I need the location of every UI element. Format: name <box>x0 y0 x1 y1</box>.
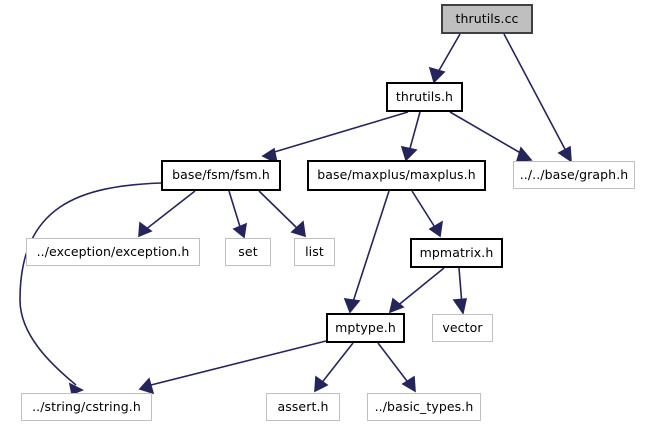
graph-node-label: assert.h <box>277 398 329 414</box>
graph-node-assert_h[interactable]: assert.h <box>266 393 340 421</box>
graph-node-label: list <box>305 243 324 259</box>
graph-node-label: base/fsm/fsm.h <box>172 167 270 183</box>
graph-node-exception_h[interactable]: ../exception/exception.h <box>26 238 200 266</box>
graph-node-cstring_h[interactable]: ../string/cstring.h <box>21 393 152 421</box>
graph-node-label: mptype.h <box>335 319 396 335</box>
graph-node-label: vector <box>442 319 483 335</box>
graph-node-mpmatrix_h[interactable]: mpmatrix.h <box>410 238 503 268</box>
arrowhead-icon <box>343 298 361 314</box>
arrowhead-icon <box>68 382 84 396</box>
arrowhead-icon <box>290 220 306 238</box>
edge-maxplus_h-to-mptype_h <box>343 190 390 314</box>
arrowhead-icon <box>138 377 155 395</box>
edge-thrutils_cc-to-thrutils_h <box>428 33 461 84</box>
graph-node-thrutils_h[interactable]: thrutils.h <box>386 82 463 112</box>
graph-node-thrutils_cc[interactable]: thrutils.cc <box>441 4 533 34</box>
arrowhead-icon <box>400 145 418 162</box>
edge-fsm_h-to-list <box>258 190 306 238</box>
graph-node-label: ../basic_types.h <box>374 398 474 414</box>
graph-node-fsm_h[interactable]: base/fsm/fsm.h <box>161 160 281 191</box>
arrowhead-icon <box>388 297 405 314</box>
edge-thrutils_cc-to-graph_h <box>503 33 572 163</box>
edge-thrutils_h-to-graph_h <box>449 111 533 162</box>
edge-fsm_h-to-exception_h <box>138 190 196 238</box>
graph-node-list[interactable]: list <box>294 238 335 266</box>
graph-node-label: ../exception/exception.h <box>36 243 190 259</box>
graph-node-basic_types_h[interactable]: ../basic_types.h <box>367 393 481 421</box>
edge-mptype_h-to-assert_h <box>314 342 354 393</box>
edge-mpmatrix_h-to-mptype_h <box>388 267 445 314</box>
edge-thrutils_h-to-maxplus_h <box>400 111 421 162</box>
graph-node-mptype_h[interactable]: mptype.h <box>326 313 405 343</box>
graph-node-vector[interactable]: vector <box>432 314 493 342</box>
arrowhead-icon <box>515 146 533 162</box>
edge-mptype_h-to-cstring_h <box>138 340 327 395</box>
edge-mpmatrix_h-to-vector <box>452 267 468 315</box>
graph-node-label: ../../base/graph.h <box>519 166 629 182</box>
arrowhead-icon <box>401 375 416 393</box>
graph-node-label: ../string/cstring.h <box>32 398 141 414</box>
graph-node-maxplus_h[interactable]: base/maxplus/maxplus.h <box>307 160 486 191</box>
arrowhead-icon <box>428 66 446 84</box>
arrowhead-icon <box>452 298 468 315</box>
edge-thrutils_h-to-fsm_h <box>261 111 409 165</box>
edge-mptype_h-to-basic_types_h <box>377 342 416 393</box>
arrowhead-icon <box>314 375 329 393</box>
arrowhead-icon <box>232 222 248 239</box>
edge-fsm_h-to-set <box>228 190 248 239</box>
edge-fsm_h-to-cstring_h <box>19 182 162 396</box>
graph-node-label: set <box>238 243 258 259</box>
graph-node-label: thrutils.h <box>395 88 454 104</box>
graph-node-graph_h[interactable]: ../../base/graph.h <box>513 161 635 189</box>
graph-node-label: mpmatrix.h <box>419 244 494 260</box>
graph-node-label: base/maxplus/maxplus.h <box>317 167 476 183</box>
graph-node-label: thrutils.cc <box>455 10 519 26</box>
arrowhead-icon <box>428 220 444 238</box>
arrowhead-icon <box>261 147 279 165</box>
arrowhead-icon <box>557 145 572 163</box>
graph-node-set[interactable]: set <box>225 238 271 266</box>
edge-maxplus_h-to-mpmatrix_h <box>411 190 444 238</box>
arrowhead-icon <box>138 221 153 238</box>
